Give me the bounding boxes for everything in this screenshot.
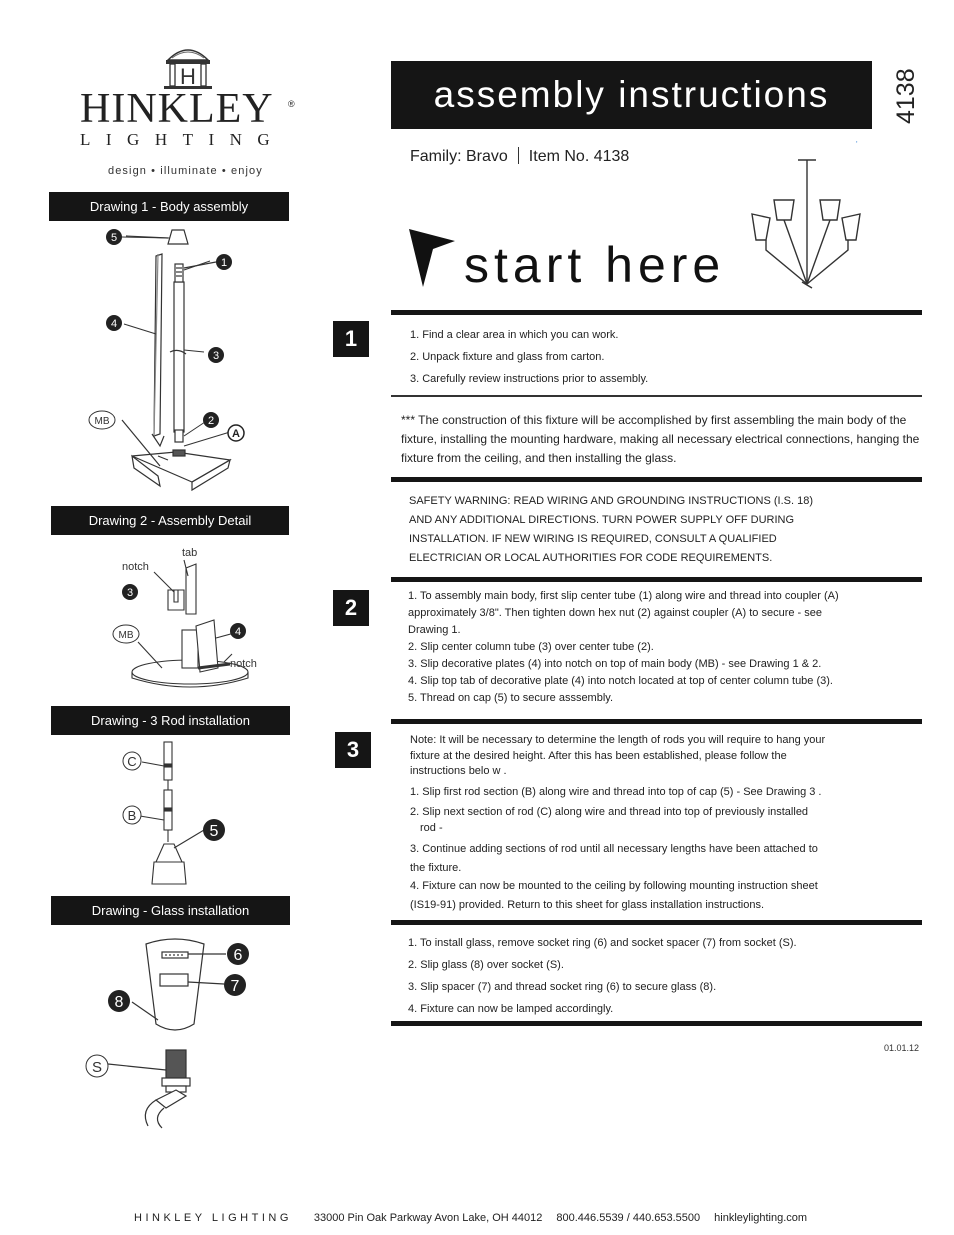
step-1-list: 1. Find a clear area in which you can wo…: [410, 324, 648, 390]
step-1-badge: 1: [333, 321, 369, 357]
step-3-line: the fixture.: [410, 861, 462, 874]
section-rule: [391, 310, 922, 315]
callout-c: C: [127, 754, 136, 769]
step-2-line: 2. Slip center column tube (3) over cent…: [408, 641, 654, 653]
divider: [517, 147, 519, 164]
glass-install-list: 1. To install glass, remove socket ring …: [408, 932, 797, 1020]
callout-5: 5: [111, 232, 117, 244]
step-3-line: 1. Slip first rod section (B) along wire…: [410, 786, 822, 798]
step-2-list: 1. To assembly main body, first slip cen…: [408, 588, 839, 707]
step-3-line: 3. Continue adding sections of rod until…: [410, 843, 818, 855]
start-arrow-icon: [409, 229, 455, 287]
drawing-3-label: Drawing - 3 Rod installation: [51, 706, 290, 735]
section-rule: [391, 719, 922, 724]
step-2-line: 1. To assembly main body, first slip cen…: [408, 590, 839, 602]
glass-line: 1. To install glass, remove socket ring …: [408, 937, 797, 949]
footer-phone: 800.446.5539 / 440.653.5500: [556, 1212, 701, 1224]
callout-3: 3: [213, 350, 219, 362]
drawing-4-glass-installation: 6 7 8 S: [85, 938, 249, 1129]
step-3-list-cont: 3. Continue adding sections of rod until…: [410, 840, 818, 914]
step-2-line: 4. Slip top tab of decorative plate (4) …: [408, 675, 833, 687]
callout-b: B: [128, 808, 137, 823]
item-number-vertical: 4138: [892, 68, 920, 124]
section-rule: [391, 1021, 922, 1026]
callout-s: S: [92, 1059, 102, 1076]
drawing-1-body-assembly: 5 1 4 3 MB 2 A: [88, 229, 245, 492]
safety-warning: SAFETY WARNING: READ WIRING AND GROUNDIN…: [409, 492, 813, 568]
footer-brand: HINKLEY LIGHTING: [134, 1212, 292, 1224]
callout-5: 5: [210, 823, 219, 840]
footer: HINKLEY LIGHTING 33000 Pin Oak Parkway Av…: [134, 1212, 821, 1224]
safety-line: AND ANY ADDITIONAL DIRECTIONS. TURN POWE…: [409, 514, 795, 526]
step-3-line: Note: It will be necessary to determine …: [410, 734, 826, 746]
tick-mark: ': [856, 140, 858, 149]
step-3-line: instructions belo w .: [410, 765, 507, 777]
step-2-line: Drawing 1.: [408, 624, 461, 636]
step-2-badge: 2: [333, 590, 369, 626]
start-here-heading: start here: [464, 237, 726, 293]
drawing-2-label: Drawing 2 - Assembly Detail: [51, 506, 289, 535]
safety-line: INSTALLATION. IF NEW WIRING IS REQUIRED,…: [409, 533, 777, 545]
callout-mb: MB: [119, 630, 134, 641]
step-3-line: rod -: [420, 822, 443, 834]
footer-address: 33000 Pin Oak Parkway Avon Lake, OH 4401…: [313, 1212, 543, 1224]
drawing-4-label: Drawing - Glass installation: [51, 896, 290, 925]
callout-8: 8: [115, 994, 124, 1011]
step-3-list: 1. Slip first rod section (B) along wire…: [410, 783, 821, 839]
hinkley-logo-mark: H: [164, 49, 212, 89]
label-tab: tab: [182, 547, 197, 559]
callout-4: 4: [235, 626, 241, 638]
callout-a: A: [232, 428, 240, 440]
callout-7: 7: [231, 978, 240, 995]
svg-text:H: H: [180, 64, 196, 89]
section-rule: [391, 577, 922, 582]
callout-3: 3: [127, 587, 133, 599]
step-1-item: 3. Carefully review instructions prior t…: [410, 373, 649, 385]
registered-mark: ®: [288, 99, 295, 109]
step-3-line: 2. Slip next section of rod (C) along wi…: [410, 805, 809, 818]
brand-subtitle: LIGHTING: [80, 130, 286, 149]
brand-name: HINKLEY: [80, 86, 274, 132]
callout-1: 1: [221, 257, 227, 269]
construction-note: *** The construction of this fixture wil…: [401, 413, 920, 465]
step-2-line: approximately 3/8". Then tighten down he…: [408, 607, 822, 619]
glass-line: 2. Slip glass (8) over socket (S).: [408, 959, 564, 971]
brand-tagline: design • illuminate • enjoy: [108, 165, 263, 177]
step-3-line: fixture at the desired height. After thi…: [410, 749, 787, 762]
section-rule: [391, 920, 922, 925]
family-item-line: Family: Bravo Item No. 4138: [410, 147, 629, 166]
callout-4: 4: [111, 318, 117, 330]
step-3-note: Note: It will be necessary to determine …: [410, 733, 825, 780]
step-1-item: 1. Find a clear area in which you can wo…: [410, 329, 619, 341]
step-3-line: 4. Fixture can now be mounted to the cei…: [410, 880, 818, 892]
safety-line: SAFETY WARNING: READ WIRING AND GROUNDIN…: [409, 495, 813, 507]
revision-date: 01.01.12: [884, 1043, 920, 1053]
section-rule: [391, 395, 922, 397]
safety-line: ELECTRICIAN OR LOCAL AUTHORITIES FOR COD…: [409, 552, 773, 564]
family-label: Family: Bravo: [410, 148, 508, 165]
step-3-badge: 3: [335, 732, 371, 768]
section-rule: [391, 477, 922, 482]
drawing-3-rod-installation: C B 5: [122, 741, 225, 885]
step-1-item: 2. Unpack fixture and glass from carton.: [410, 351, 605, 363]
drawing-1-label: Drawing 1 - Body assembly: [49, 192, 289, 221]
label-notch: notch: [122, 561, 149, 573]
step-2-line: 3. Slip decorative plates (4) into notch…: [408, 658, 822, 670]
callout-6: 6: [234, 947, 243, 964]
glass-line: 3. Slip spacer (7) and thread socket rin…: [408, 981, 717, 993]
page-title: assembly instructions: [391, 61, 872, 129]
callout-2: 2: [208, 415, 214, 427]
glass-line: 4. Fixture can now be lamped accordingly…: [408, 1003, 614, 1015]
step-3-line: (IS19-91) provided. Return to this sheet…: [410, 898, 765, 911]
item-label: Item No. 4138: [528, 148, 630, 165]
label-notch: notch: [230, 658, 257, 670]
callout-mb: MB: [95, 416, 110, 427]
fixture-illustration: [751, 159, 861, 289]
drawing-2-assembly-detail: tab notch 3 MB 4 notch: [112, 547, 257, 688]
step-2-line: 5. Thread on cap (5) to secure asssembly…: [408, 692, 614, 704]
footer-website-link[interactable]: hinkleylighting.com: [714, 1212, 808, 1224]
